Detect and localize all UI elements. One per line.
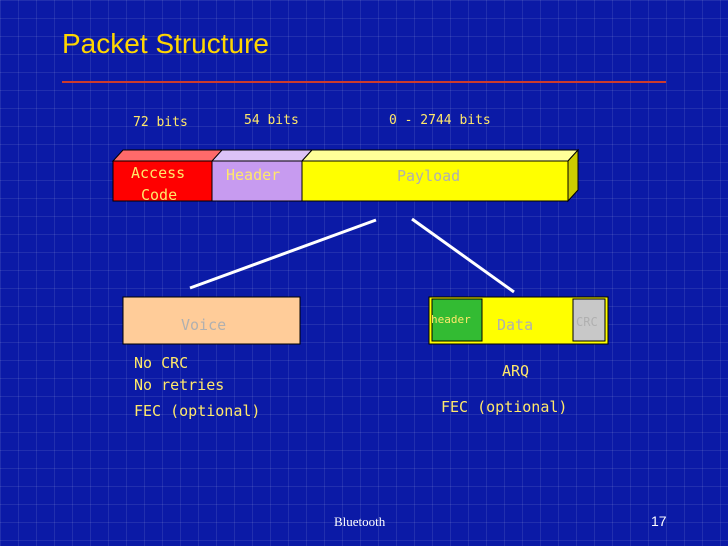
data-note-fec: FEC (optional) <box>441 398 568 416</box>
access-code-bits-label: 72 bits <box>133 115 188 130</box>
voice-box <box>122 296 301 345</box>
voice-note-fec: FEC (optional) <box>134 402 261 420</box>
voice-note-no-retries: No retries <box>134 376 225 394</box>
footer-text: Bluetooth <box>334 514 386 529</box>
title-divider <box>62 81 666 83</box>
crc-label: CRC <box>576 315 598 329</box>
access-code-label-line2: Code <box>141 186 178 204</box>
header-label: Header <box>226 166 281 184</box>
voice-label: Voice <box>181 316 227 334</box>
connector-line-voice <box>189 218 377 290</box>
payload-bits-label: 0 - 2744 bits <box>389 113 491 128</box>
page-number: 17 <box>651 513 667 529</box>
access-code-block <box>111 149 228 202</box>
data-header-label: header <box>431 313 471 326</box>
access-code-label-line1: Access <box>131 164 186 182</box>
voice-note-no-crc: No CRC <box>134 354 189 372</box>
data-header-box <box>431 298 483 342</box>
payload-block <box>300 148 580 203</box>
slide-title: Packet Structure <box>62 28 269 59</box>
data-note-arq: ARQ <box>502 362 530 380</box>
data-label: Data <box>497 316 534 334</box>
payload-label: Payload <box>397 167 461 185</box>
header-bits-label: 54 bits <box>244 113 299 128</box>
crc-box <box>572 298 606 342</box>
connector-line-data <box>411 217 515 294</box>
